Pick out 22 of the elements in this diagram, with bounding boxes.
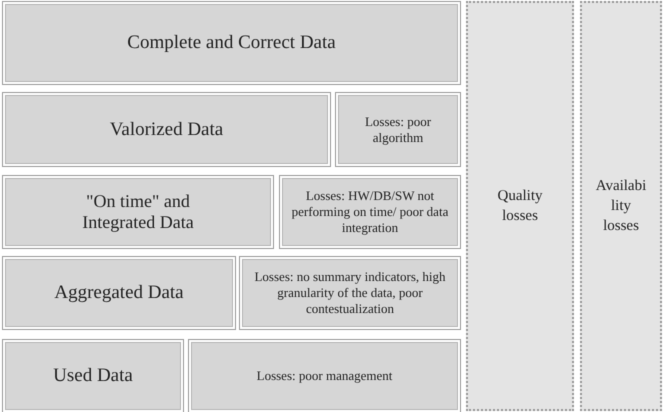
column-label: Quality losses	[496, 186, 544, 226]
data-level-box	[3, 257, 235, 329]
level-label: Used Data	[53, 365, 133, 387]
loss-box	[336, 93, 460, 166]
loss-description: Losses: poor management	[256, 368, 392, 384]
loss-description: Losses: HW/DB/SW not performing on time/ poor data integration	[290, 188, 450, 236]
loss-description: Losses: poor algorithm	[364, 114, 432, 146]
level-label: Complete and Correct Data	[127, 32, 336, 54]
loss-box	[280, 176, 460, 248]
loss-box	[240, 257, 460, 329]
column-label: Availabi lity losses	[594, 176, 648, 236]
data-level-box	[3, 93, 330, 166]
loss-box	[189, 340, 460, 412]
level-label: Valorized Data	[110, 118, 224, 140]
loss-column	[466, 1, 574, 411]
loss-column	[580, 1, 662, 411]
data-level-box	[3, 340, 183, 412]
data-level-box	[3, 176, 273, 248]
level-label: Aggregated Data	[54, 282, 184, 304]
data-level-box	[3, 2, 460, 84]
level-label: "On time" and Integrated Data	[81, 191, 195, 233]
loss-description: Losses: no summary indicators, high granularity of the data, poor contestualization	[253, 269, 446, 317]
